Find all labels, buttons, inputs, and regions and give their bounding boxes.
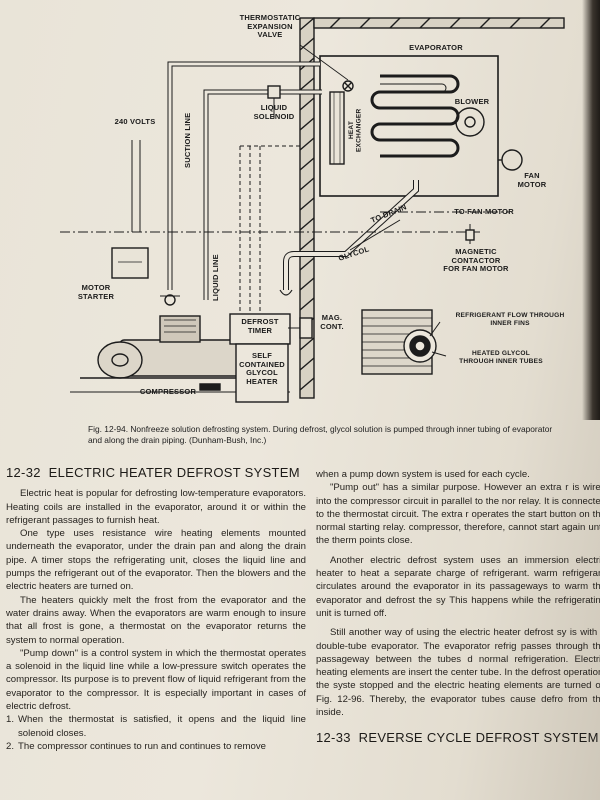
section-title: REVERSE CYCLE DEFROST SYSTEM [358, 730, 599, 746]
section-title: ELECTRIC HEATER DEFROST SYSTEM [48, 465, 300, 480]
list-item: 2. The compressor continues to run and c… [6, 740, 306, 753]
paragraph: Still another way of using the electric … [316, 627, 600, 719]
page-edge-shadow [582, 0, 600, 420]
label-glycol-heater: SELF CONTAINED GLYCOL HEATER [239, 351, 285, 386]
right-column: when a pump down system is used for each… [316, 468, 600, 753]
label-heated-glycol: HEATED GLYCOL THROUGH INNER TUBES [459, 350, 543, 365]
label-defrost-timer: DEFROST TIMER [241, 317, 279, 335]
label-thermostatic-expansion-valve: THERMOSTATIC EXPANSION VALVE [239, 13, 301, 40]
paragraph: "Pump down" is a control system in which… [6, 647, 306, 713]
label-mag-cont: MAG. CONT. [320, 313, 344, 331]
label-fan-motor: FAN MOTOR [517, 171, 547, 189]
label-compressor: COMPRESSOR [139, 387, 197, 396]
section-heading-12-33: 12-33 REVERSE CYCLE DEFROST SYSTEM [316, 731, 600, 744]
left-column: 12-32 ELECTRIC HEATER DEFROST SYSTEM Ele… [6, 466, 306, 753]
figure-caption: Fig. 12-94. Nonfreeze solution defrostin… [88, 424, 553, 445]
diagram-drawing [60, 17, 565, 403]
list-text: The compressor continues to run and cont… [18, 740, 266, 752]
label-magnetic-contactor: MAGNETIC CONTACTOR FOR FAN MOTOR [443, 247, 509, 274]
paragraph: Electric heat is popular for defrosting … [6, 488, 306, 526]
label-liquid-solenoid: LIQUID SOLENOID [253, 103, 295, 121]
label-liquid-line: LIQUID LINE [211, 254, 220, 302]
list-text: When the thermostat is satisfied, it ope… [18, 714, 306, 739]
defrost-system-diagram: THERMOSTATIC EXPANSION VALVE EVAPORATOR … [60, 13, 565, 403]
paragraph: Another electric defrost system uses an … [316, 554, 600, 619]
label-240-volts: 240 VOLTS [114, 117, 156, 126]
label-blower: BLOWER [454, 97, 490, 106]
paragraph: One type uses resistance wire heating el… [6, 528, 306, 593]
label-refrigerant-flow: REFRIGERANT FLOW THROUGH INNER FINS [455, 312, 565, 327]
label-motor-starter: MOTOR STARTER [77, 283, 115, 301]
paragraph: The heaters quickly melt the frost from … [6, 594, 306, 646]
list-item: 1. When the thermostat is satisfied, it … [6, 713, 306, 740]
paragraph: "Pump out" has a similar purpose. Howeve… [316, 482, 600, 547]
section-number: 12-33 [316, 730, 351, 746]
list-number: 1. [6, 714, 15, 726]
paragraph: when a pump down system is used for each… [316, 469, 530, 480]
label-heat-exchanger: HEAT EXCHANGER [348, 108, 363, 152]
label-to-fan-motor: TO FAN MOTOR [454, 207, 514, 216]
label-evaporator: EVAPORATOR [409, 43, 463, 52]
list-number: 2. [6, 740, 15, 752]
section-number: 12-32 [6, 465, 41, 480]
label-suction-line: SUCTION LINE [183, 112, 192, 168]
section-heading-12-32: 12-32 ELECTRIC HEATER DEFROST SYSTEM [6, 466, 306, 479]
